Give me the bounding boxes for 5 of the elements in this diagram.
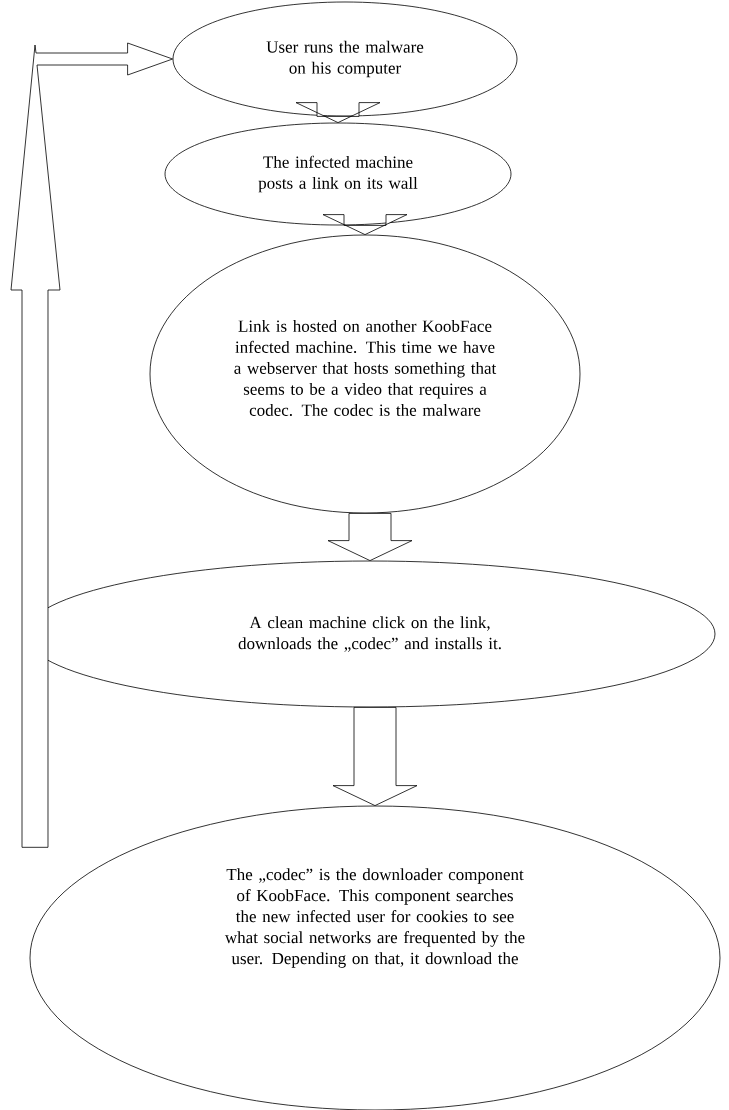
block-arrow — [332, 707, 418, 806]
block-arrow — [322, 214, 408, 235]
block-arrow — [295, 102, 381, 123]
block-arrow — [327, 513, 413, 561]
block-arrow — [10, 42, 173, 848]
